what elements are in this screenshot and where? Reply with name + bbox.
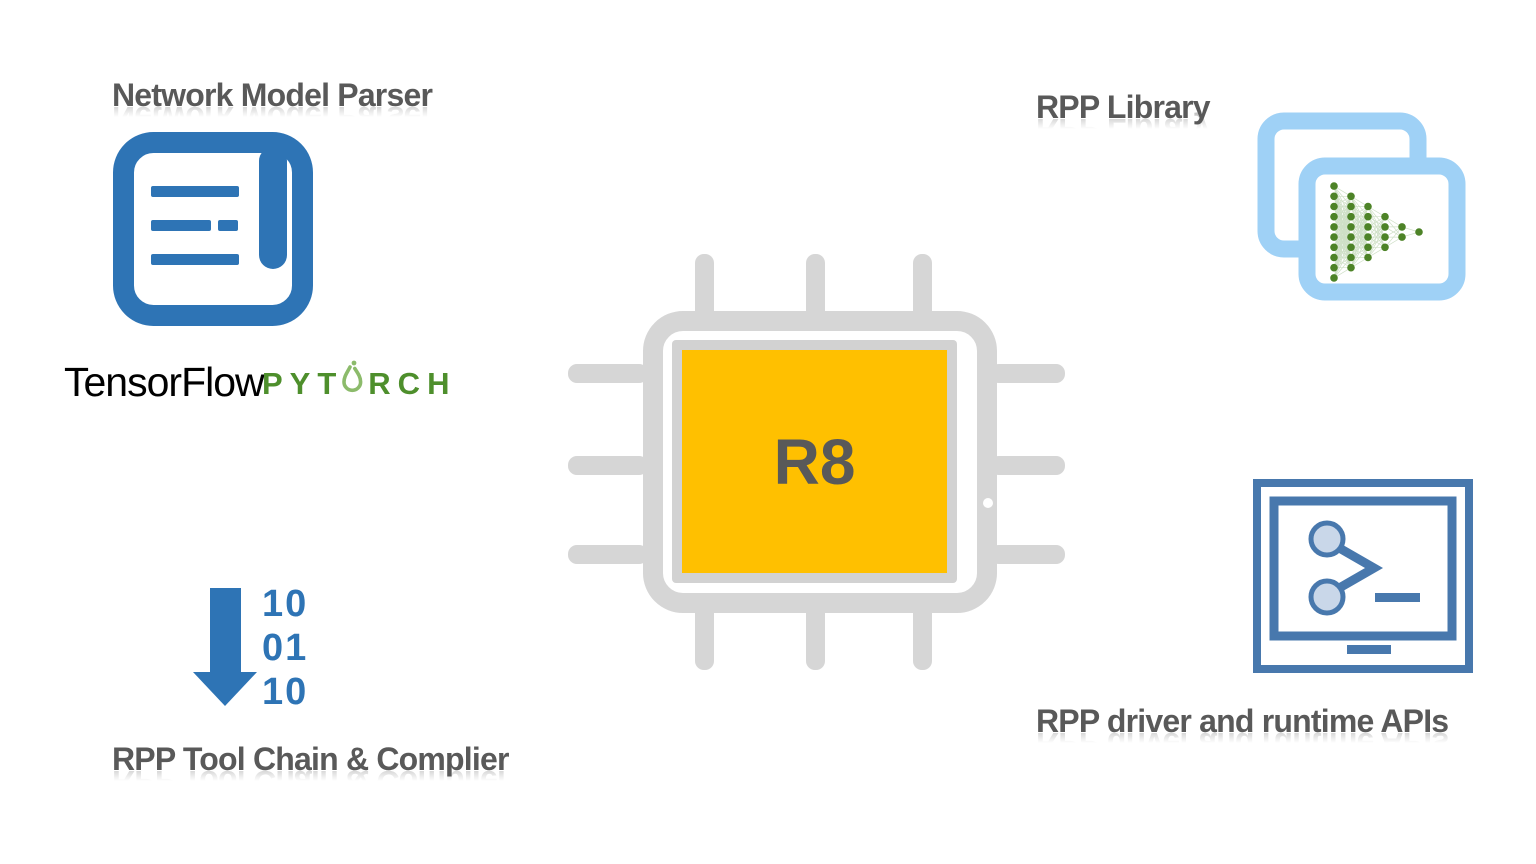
processor-chip-icon	[568, 254, 1065, 670]
document-icon	[113, 132, 313, 326]
monitor-terminal-icon	[1253, 479, 1473, 673]
chip-die	[682, 350, 947, 573]
prompt-dash-icon	[1375, 593, 1420, 602]
runtime-title: RPP driver and runtime APIs	[1036, 703, 1449, 739]
stacked-windows-icon	[1257, 112, 1466, 301]
monitor-button	[1347, 645, 1391, 654]
binary-row: 01	[262, 627, 309, 669]
chip-pins	[568, 254, 1065, 670]
library-title: RPP Library	[1036, 89, 1211, 125]
tensorflow-logo-part2: Flow	[181, 359, 265, 405]
git-branch-icon	[1308, 520, 1384, 616]
flame-icon	[342, 360, 363, 393]
neural-network-icon	[1330, 182, 1423, 282]
chip-label: R8	[773, 425, 856, 498]
down-arrow-icon	[193, 588, 257, 706]
pytorch-logo-right: RCH	[368, 366, 457, 401]
toolchain-title: RPP Tool Chain & Complier	[112, 741, 509, 777]
binary-row: 10	[262, 583, 309, 625]
parser-title: Network Model Parser	[112, 77, 433, 113]
cursor-dot	[983, 498, 993, 508]
monitor-screen	[1269, 496, 1457, 641]
pytorch-logo: PYT RCH	[262, 354, 456, 402]
tensorflow-logo-part1: Tensor	[64, 359, 182, 405]
binary-row: 10	[262, 671, 309, 713]
pytorch-logo-left: PYT	[262, 366, 344, 401]
tensorflow-logo: TensorFlow	[64, 359, 265, 405]
